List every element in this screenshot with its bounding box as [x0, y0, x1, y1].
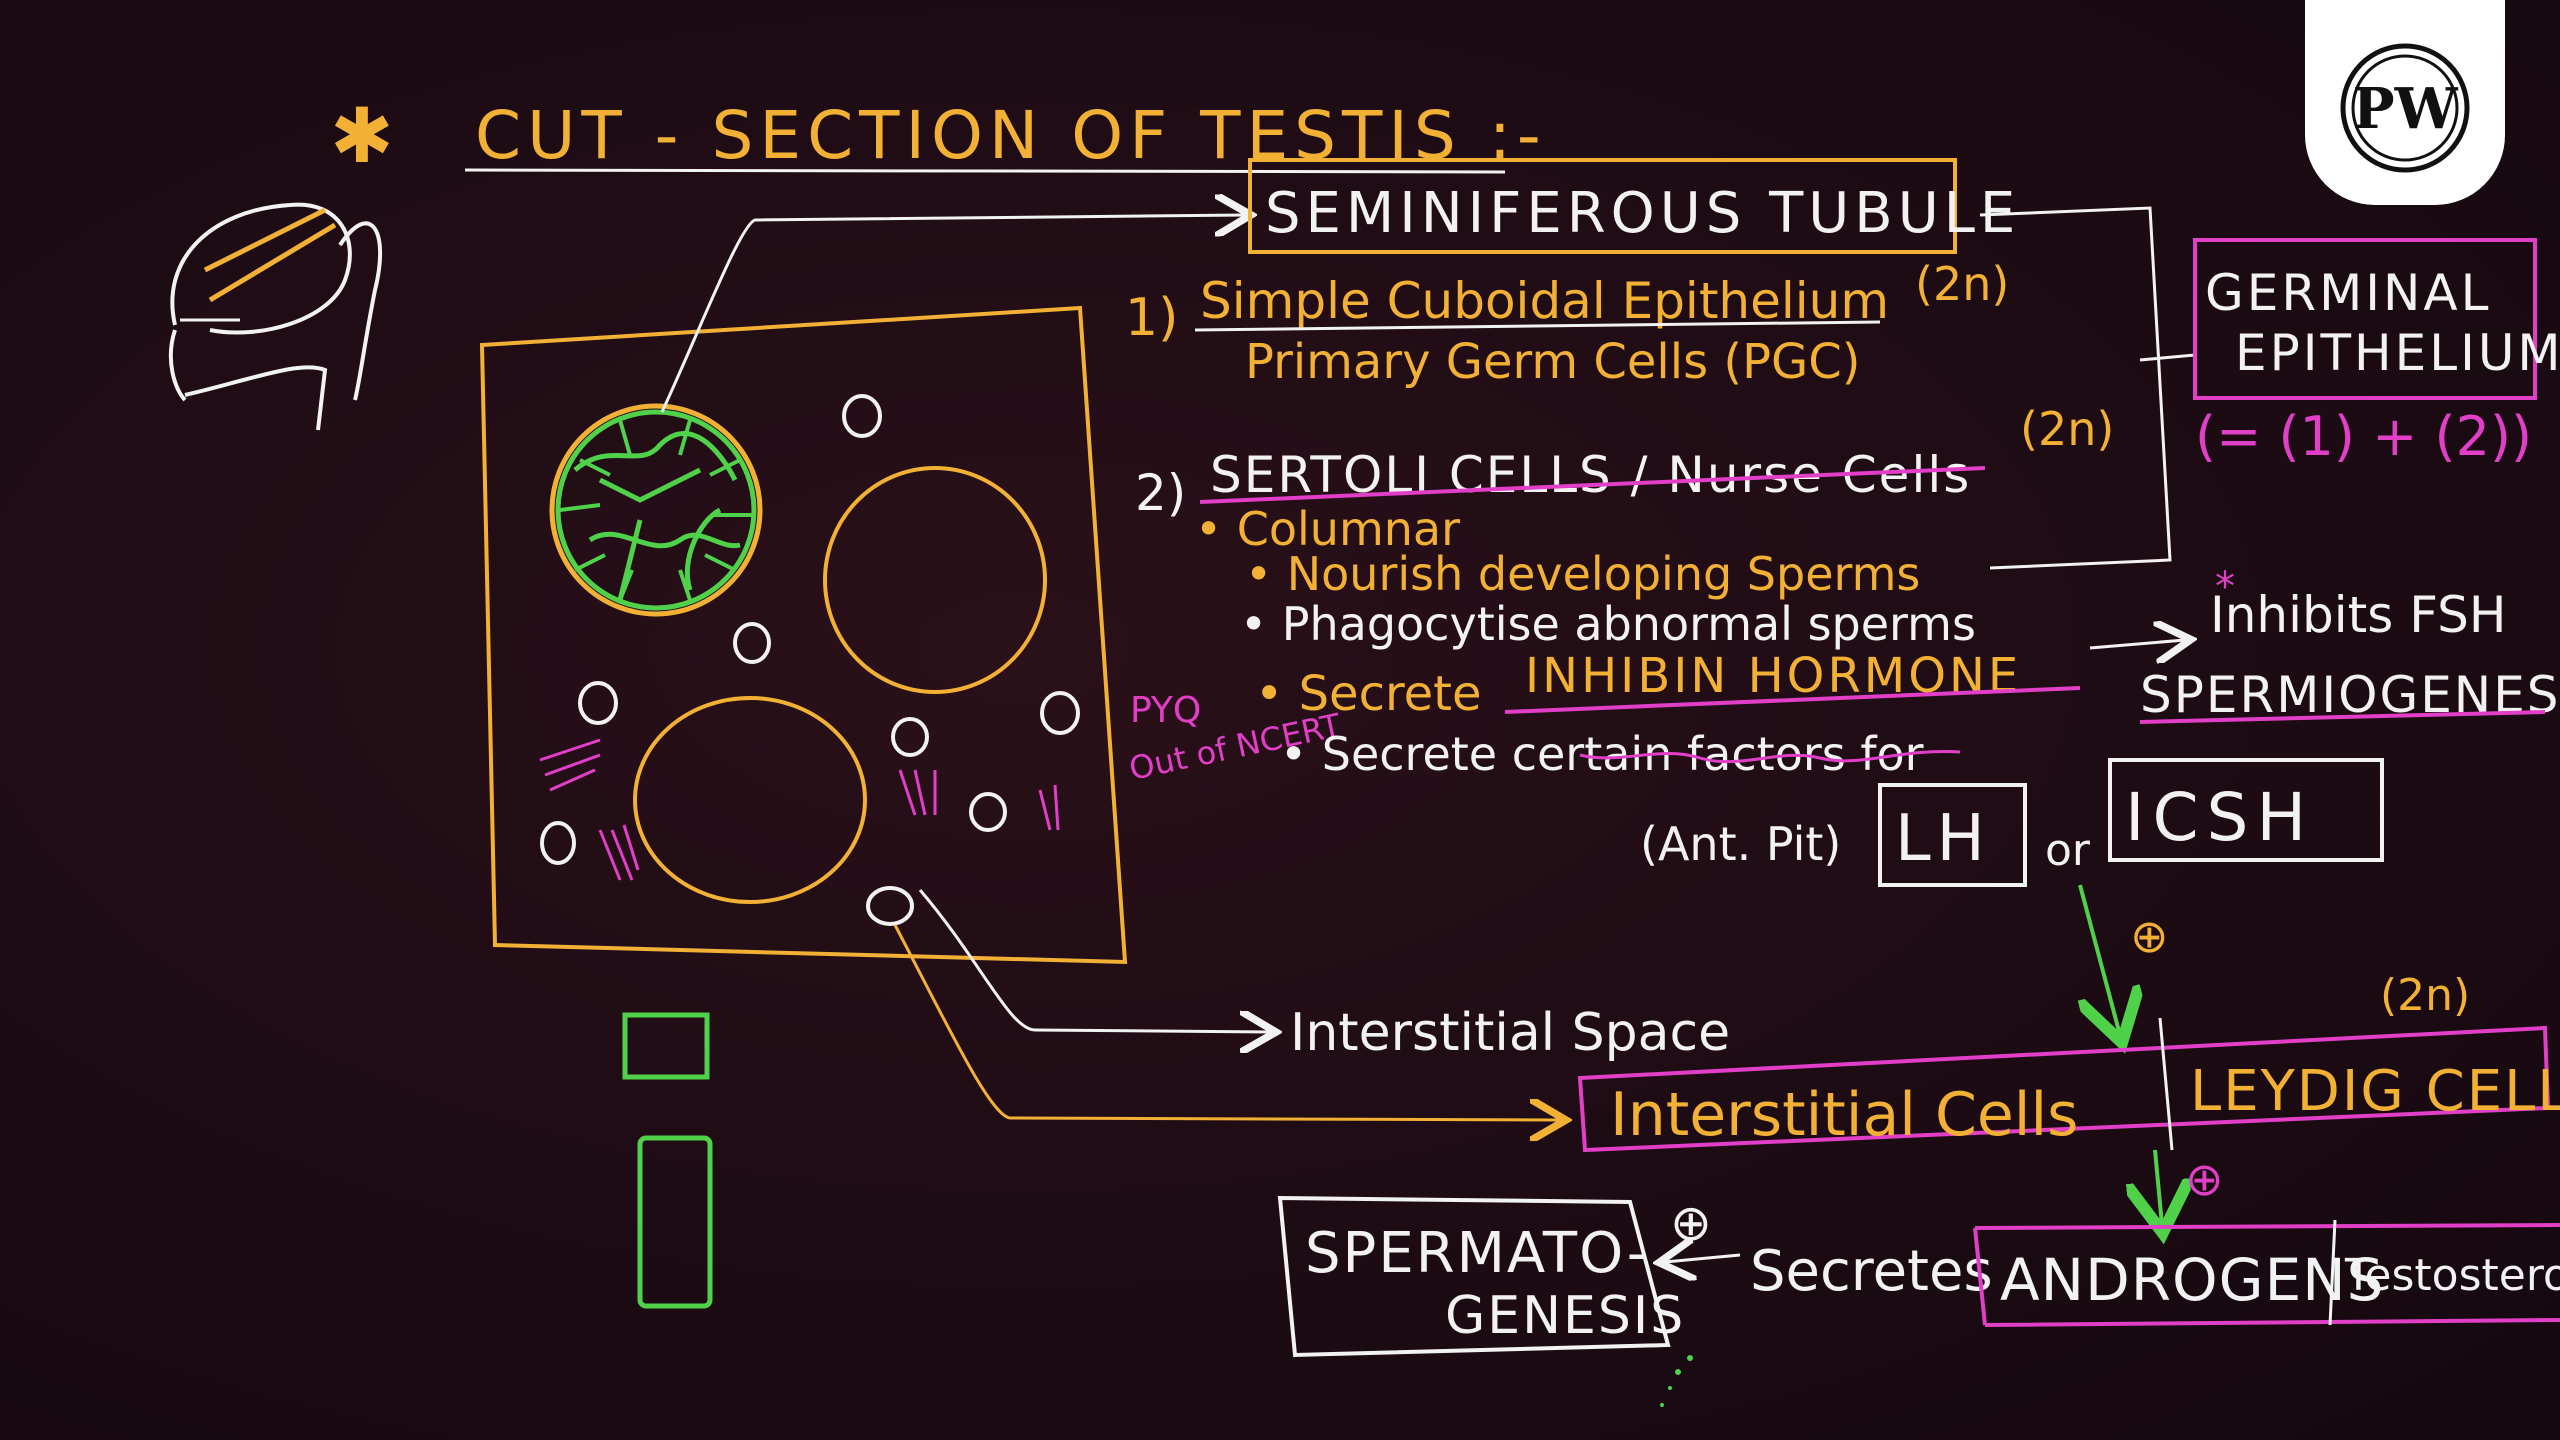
plus-sign-1: ⊕	[2130, 909, 2169, 963]
inhibin-hormone: INHIBIN HORMONE	[1525, 648, 2021, 704]
certain-factors-underline	[1579, 749, 1961, 764]
spermatogenesis-line1: SPERMATO-	[1305, 1221, 1649, 1286]
plus-sign-3: ⊕	[1670, 1194, 1712, 1252]
or-word: or	[2045, 825, 2091, 876]
bullet-inhibin-prefix: • Secrete	[1255, 666, 1482, 722]
inhibin-underline	[1504, 686, 2081, 714]
bullet-columnar: • Columnar	[1195, 502, 1460, 556]
bullet-factors: • Secrete certain factors for	[1280, 727, 1924, 781]
bullet-phagocytise: • Phagocytise abnormal sperms	[1240, 597, 1976, 651]
green-arrow-to-androgens	[2155, 1149, 2162, 1225]
simple-cuboidal-ploidy: (2n)	[1915, 257, 2009, 311]
seminiferous-tubule-label: SEMINIFEROUS TUBULE	[1265, 181, 2020, 246]
germinal-bracket	[1979, 206, 2172, 570]
testis-sketch	[168, 202, 383, 431]
arrow-to-inhibits-fsh	[2089, 640, 2185, 648]
cell-shape-square	[622, 1012, 710, 1080]
tubule-circle-2	[823, 466, 1047, 694]
inhibits-fsh: Inhibits FSH	[2210, 586, 2506, 644]
bullet-nourish: • Nourish developing Sperms	[1245, 547, 1920, 601]
seminiferous-tubule-diagram	[549, 403, 763, 617]
green-specks	[1660, 1355, 1693, 1407]
arrow-to-interstitial-space	[918, 889, 1270, 1032]
interstitial-cells-box	[1577, 1025, 2551, 1153]
androgens-box	[1973, 1223, 2560, 1327]
germinal-bracket-tick	[2139, 353, 2196, 362]
cut-section-box	[479, 305, 1128, 965]
pw-logo-mark: PW	[2340, 43, 2470, 173]
green-arrow-to-leydig	[2080, 884, 2120, 1035]
simple-cuboidal-label: Simple Cuboidal Epithelium	[1200, 272, 1889, 330]
seminiferous-tubule-box	[1248, 158, 1957, 254]
interstitial-space-label: Interstitial Space	[1290, 1003, 1730, 1063]
spermiogenesis-underline	[2139, 710, 2546, 724]
leydig-ploidy: (2n)	[2380, 970, 2470, 1021]
arrow-to-interstitial-cells	[893, 924, 1560, 1120]
leydig-cells-label: LEYDIG CELLS	[2190, 1059, 2560, 1124]
tubule-circle-3	[633, 696, 867, 904]
interstitial-cell-dots	[540, 394, 1080, 926]
sertoli-ploidy: (2n)	[2020, 402, 2114, 456]
spermatogenesis-line2: GENESIS	[1445, 1286, 1685, 1346]
plus-sign-2: ⊕	[2185, 1152, 2224, 1206]
page-title: CUT - SECTION OF TESTIS :-	[475, 97, 1547, 174]
lh-box	[1878, 783, 2027, 887]
arrow-to-spermatogenesis	[1665, 1255, 1741, 1262]
title-underline	[464, 168, 1506, 174]
title-star: ✱	[330, 91, 394, 180]
icsh-box	[2108, 758, 2384, 862]
interstitial-cells-label: Interstitial Cells	[1610, 1080, 2078, 1150]
germinal-label: GERMINAL	[2205, 264, 2491, 322]
simple-cuboidal-underline	[1194, 320, 1881, 332]
pgc-label: Primary Germ Cells (PGC)	[1245, 334, 1860, 390]
pw-logo: PW	[2305, 0, 2505, 205]
arrow-to-seminiferous	[660, 215, 1245, 413]
androgens-label: ANDROGENS	[2000, 1246, 2384, 1314]
cell-shape-rect	[637, 1135, 713, 1309]
interstitial-divider	[2158, 1017, 2174, 1151]
germinal-epithelium-box	[2193, 238, 2537, 400]
sertoli-underline	[1199, 466, 1986, 504]
point2-number: 2)	[1135, 464, 1186, 522]
testosterone-label: Testosterone	[2344, 1250, 2560, 1301]
logo-text: PW	[2353, 76, 2459, 142]
star-mark: *	[2215, 564, 2235, 610]
pyq-label: PYQ	[1130, 690, 1201, 731]
epithelium-label: EPITHELIUM	[2235, 324, 2560, 382]
germinal-formula: (= (1) + (2))	[2195, 405, 2532, 468]
secretes-label: Secretes	[1750, 1239, 1993, 1304]
point1-number: 1)	[1125, 288, 1178, 348]
icsh-label: ICSH	[2125, 779, 2314, 856]
lh-label: LH	[1895, 802, 1991, 876]
ant-pit-label: (Ant. Pit)	[1640, 817, 1841, 871]
androgens-divider	[2328, 1219, 2337, 1326]
spermatogenesis-box	[1277, 1195, 1671, 1358]
magenta-marks	[539, 738, 1060, 881]
